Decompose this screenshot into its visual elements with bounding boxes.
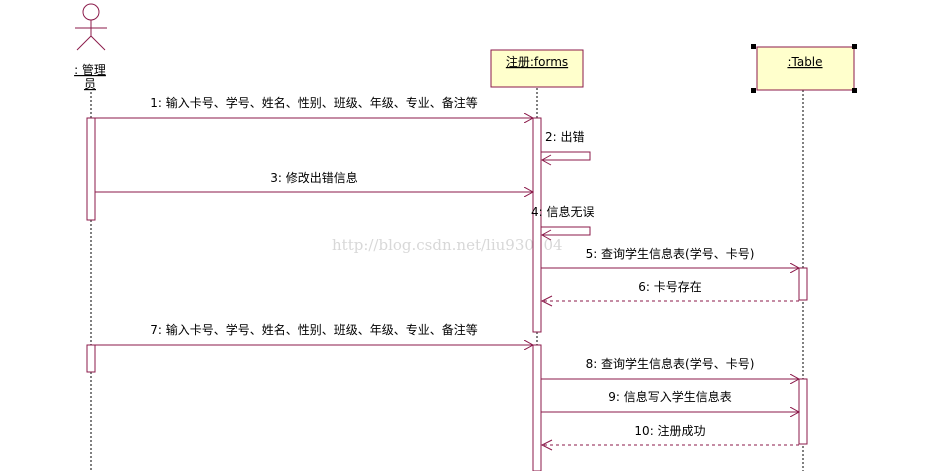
selection-handle-bl[interactable] — [751, 88, 756, 93]
message-9-label: 9: 信息写入学生信息表 — [608, 389, 732, 404]
object-table[interactable]: :Table — [751, 44, 857, 93]
activation-forms-1 — [532, 117, 542, 333]
message-3[interactable]: 3: 修改出错信息 — [95, 170, 533, 192]
message-1[interactable]: 1: 输入卡号、学号、姓名、性别、班级、年级、专业、备注等 — [95, 95, 533, 118]
activation-table-2 — [798, 378, 808, 445]
activation-forms-2 — [532, 344, 542, 471]
message-3-label: 3: 修改出错信息 — [270, 170, 358, 185]
actor-label-line1: : 管理 — [74, 62, 106, 77]
message-4[interactable]: 4: 信息无误 — [531, 204, 595, 241]
message-2[interactable]: 2: 出错 — [540, 130, 591, 166]
object-table-label: :Table — [787, 55, 822, 69]
actor-leg-left — [76, 35, 92, 51]
message-10[interactable]: 10: 注册成功 — [540, 423, 799, 451]
message-6-label: 6: 卡号存在 — [638, 280, 702, 294]
message-7-label: 7: 输入卡号、学号、姓名、性别、班级、年级、专业、备注等 — [150, 322, 478, 337]
message-6[interactable]: 6: 卡号存在 — [540, 280, 799, 307]
selection-handle-br[interactable] — [852, 88, 857, 93]
selection-handle-tl[interactable] — [751, 44, 756, 49]
actor-head — [82, 3, 100, 21]
object-forms[interactable]: 注册:forms — [490, 49, 584, 88]
activation-table-1 — [798, 267, 808, 301]
message-9[interactable]: 9: 信息写入学生信息表 — [541, 389, 799, 412]
activation-admin-2 — [86, 344, 96, 373]
message-4-label: 4: 信息无误 — [531, 204, 595, 219]
selection-handle-tr[interactable] — [852, 44, 857, 49]
message-1-label: 1: 输入卡号、学号、姓名、性别、班级、年级、专业、备注等 — [150, 95, 478, 110]
message-5[interactable]: 5: 查询学生信息表(学号、卡号) — [541, 246, 799, 268]
activation-admin-1 — [86, 117, 96, 221]
actor-label-line2: 员 — [84, 77, 96, 91]
message-5-label: 5: 查询学生信息表(学号、卡号) — [586, 246, 755, 261]
message-10-label: 10: 注册成功 — [634, 423, 705, 438]
message-8-label: 8: 查询学生信息表(学号、卡号) — [586, 356, 755, 371]
watermark: http://blog.csdn.net/liu930104 — [332, 236, 563, 254]
object-forms-label: 注册:forms — [506, 54, 568, 69]
message-7[interactable]: 7: 输入卡号、学号、姓名、性别、班级、年级、专业、备注等 — [95, 322, 533, 345]
message-8[interactable]: 8: 查询学生信息表(学号、卡号) — [541, 356, 799, 379]
message-2-label: 2: 出错 — [545, 130, 585, 144]
actor-leg-right — [90, 35, 106, 51]
actor-admin: : 管理 员 — [74, 3, 107, 91]
